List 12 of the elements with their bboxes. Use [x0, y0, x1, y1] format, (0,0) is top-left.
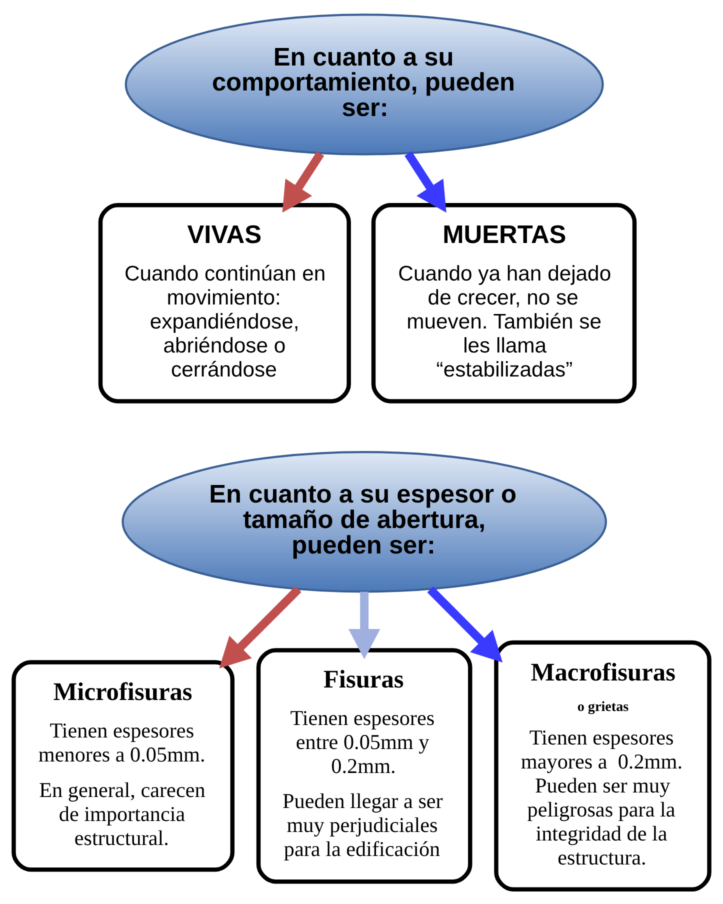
node-box: Macrofisuras o grietas Tienen espesores mayores a 0.2mm. Pueden ser muy peligrosas para la integridad de la estructura.: [494, 640, 712, 892]
arrow: [348, 592, 380, 660]
arrow: [282, 151, 324, 213]
node-box: Fisuras Tienen espesores entre 0.05mm y 0.2mm. Pueden llegar a ser muy perjudiciales para la edificación: [256, 648, 472, 884]
arrow: [219, 586, 302, 668]
arrow: [404, 151, 446, 213]
arrow: [427, 586, 503, 662]
node-box: Microfisuras Tienen espesores menores a 0.05mm. En general, carecen de importancia estructural.: [12, 660, 235, 872]
node-box: MUERTAS Cuando ya han dejado de crecer, no se mueven. También se les llama “estabilizadas”: [371, 203, 637, 404]
node-ellipse: En cuanto a su comportamiento, pueden ser:: [124, 14, 604, 156]
node-box: VIVAS Cuando continúan en movimiento: expandiéndose, abriéndose o cerrándose: [98, 203, 351, 404]
node-ellipse: En cuanto a su espesor o tamaño de abertura, pueden ser:: [122, 450, 607, 593]
